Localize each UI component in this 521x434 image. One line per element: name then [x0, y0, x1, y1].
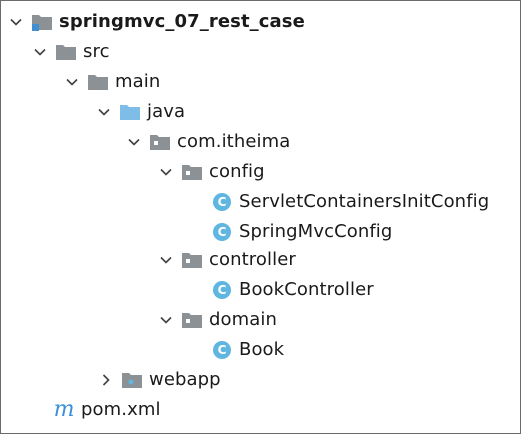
class-badge: C — [213, 281, 231, 299]
package-icon — [181, 157, 203, 187]
tree-label: controller — [209, 249, 296, 270]
tree-label: config — [209, 161, 265, 182]
chevron-down-icon[interactable] — [157, 157, 175, 187]
chevron-down-icon[interactable] — [31, 37, 49, 67]
chevron-down-icon[interactable] — [95, 97, 113, 127]
tree-label: BookController — [239, 279, 374, 300]
web-folder-icon — [121, 365, 143, 395]
package-icon — [149, 127, 171, 157]
tree-label: ServletContainersInitConfig — [239, 191, 490, 212]
tree-row-package-config[interactable]: config — [1, 157, 520, 187]
class-icon: C — [211, 187, 233, 217]
tree-row-pom-xml[interactable]: m pom.xml — [1, 395, 520, 425]
class-icon: C — [211, 275, 233, 305]
tree-row-package-com-itheima[interactable]: com.itheima — [1, 127, 520, 157]
chevron-right-icon[interactable] — [97, 365, 115, 395]
tree-row-class-spring-mvc-config[interactable]: C SpringMvcConfig — [1, 217, 520, 247]
maven-letter: m — [53, 397, 75, 422]
tree-label: pom.xml — [81, 399, 161, 420]
tree-row-webapp[interactable]: webapp — [1, 365, 520, 395]
tree-label: domain — [209, 309, 278, 330]
class-icon: C — [211, 335, 233, 365]
source-root-folder-icon — [119, 97, 141, 127]
module-folder-icon — [31, 7, 53, 37]
folder-icon — [55, 37, 77, 67]
tree-row-src[interactable]: src — [1, 37, 520, 67]
tree-row-package-controller[interactable]: controller — [1, 245, 520, 275]
tree-label: main — [115, 71, 161, 92]
maven-icon: m — [53, 395, 75, 425]
class-icon: C — [211, 217, 233, 247]
tree-row-project[interactable]: springmvc_07_rest_case — [1, 7, 520, 37]
chevron-down-icon[interactable] — [125, 127, 143, 157]
chevron-down-icon[interactable] — [157, 305, 175, 335]
package-icon — [181, 305, 203, 335]
tree-label: src — [83, 41, 110, 62]
chevron-down-icon[interactable] — [157, 245, 175, 275]
tree-label: SpringMvcConfig — [239, 221, 393, 242]
tree-row-class-book[interactable]: C Book — [1, 335, 520, 365]
class-badge: C — [213, 341, 231, 359]
tree-row-class-servlet-containers-init-config[interactable]: C ServletContainersInitConfig — [1, 187, 520, 217]
tree-row-package-domain[interactable]: domain — [1, 305, 520, 335]
chevron-down-icon[interactable] — [7, 7, 25, 37]
chevron-down-icon[interactable] — [63, 67, 81, 97]
tree-row-main[interactable]: main — [1, 67, 520, 97]
tree-label: webapp — [149, 369, 221, 390]
class-badge: C — [213, 223, 231, 241]
tree-row-java[interactable]: java — [1, 97, 520, 127]
tree-row-class-book-controller[interactable]: C BookController — [1, 275, 520, 305]
tree-label: Book — [239, 339, 285, 360]
class-badge: C — [213, 193, 231, 211]
tree-label: springmvc_07_rest_case — [59, 11, 305, 32]
folder-icon — [87, 67, 109, 97]
package-icon — [181, 245, 203, 275]
tree-label: java — [147, 101, 186, 122]
tree-label: com.itheima — [177, 131, 291, 152]
